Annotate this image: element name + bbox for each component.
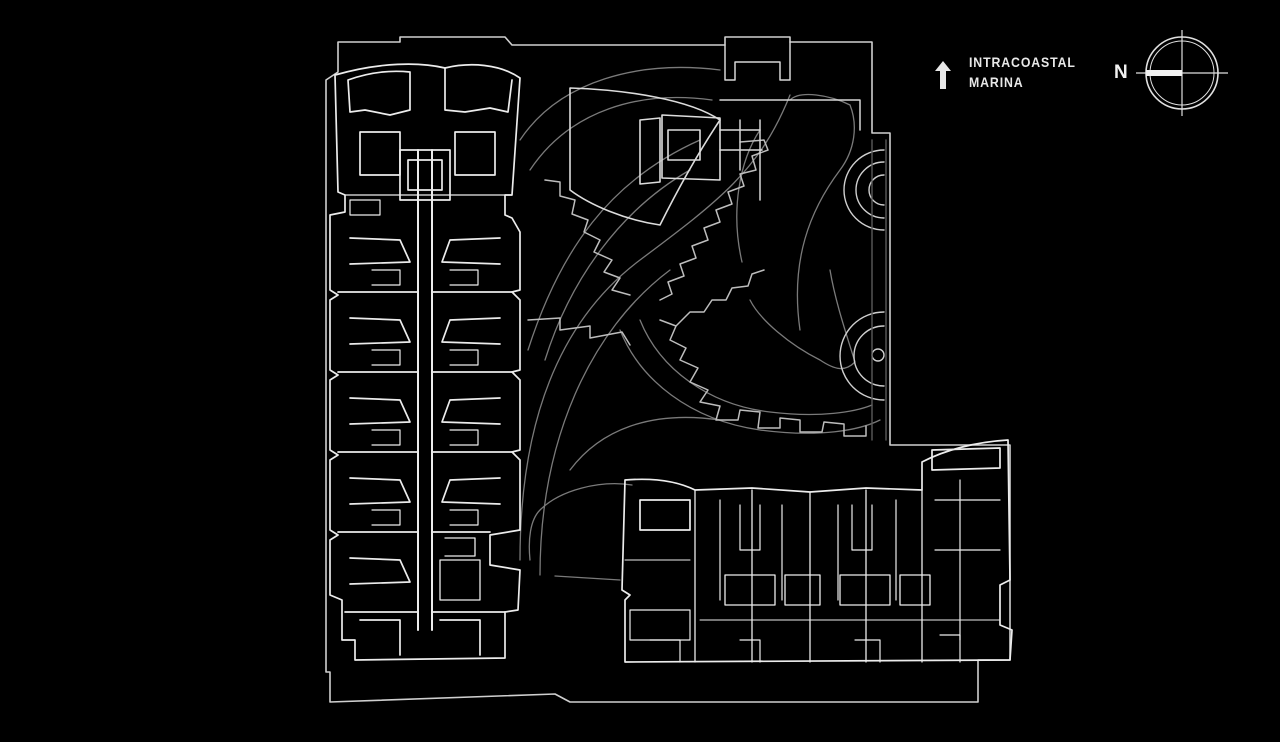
compass-north-letter: N: [1114, 62, 1128, 83]
east-townhouse-block: [621, 439, 1013, 663]
legend-label-line1: INTRACOASTAL: [969, 54, 1076, 70]
west-tower: [329, 63, 521, 661]
legend-label: INTRACOASTAL MARINA: [969, 52, 1076, 92]
site-boundary: [325, 36, 1011, 703]
central-pavilion: [569, 87, 763, 226]
pool-features: [839, 139, 887, 441]
terrace-steps: [527, 139, 867, 437]
north-amenity-block: [719, 41, 861, 201]
legend-label-line2: MARINA: [969, 74, 1024, 90]
arrow-up-icon: [935, 61, 951, 89]
compass-rose-icon: [1136, 30, 1228, 116]
